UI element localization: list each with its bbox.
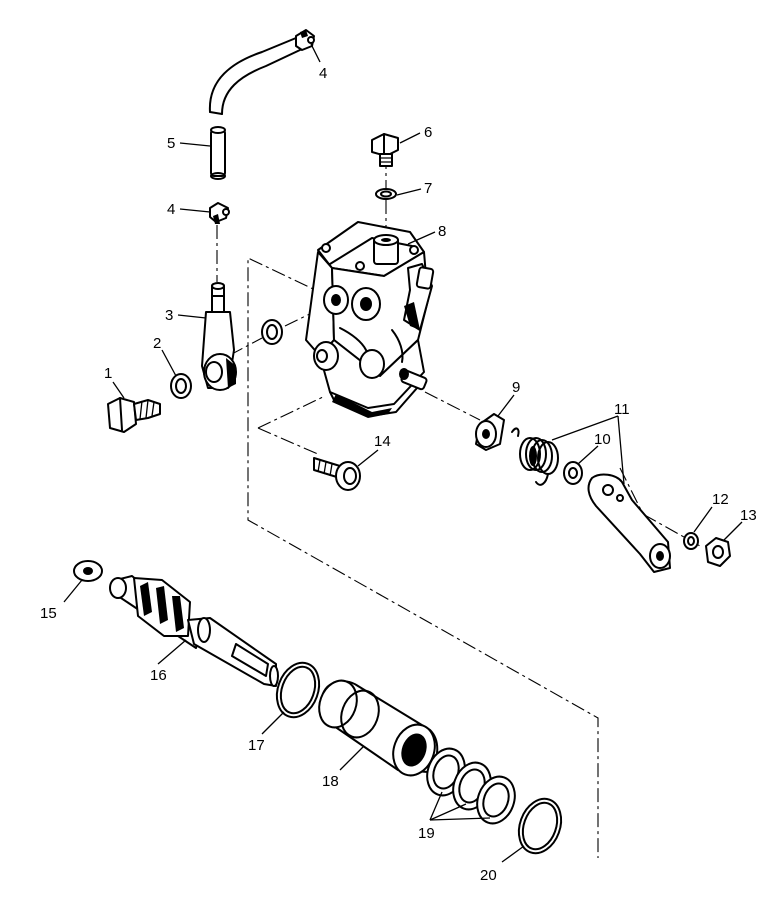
callout-19: 19: [418, 825, 435, 842]
callout-17: 17: [248, 737, 265, 754]
callout-15: 15: [40, 605, 57, 622]
callout-4-lower: 4: [167, 201, 175, 218]
sealing-washer-2: [170, 373, 192, 399]
nut: [705, 537, 731, 567]
collar: [475, 413, 505, 451]
leader-lines: [63, 43, 743, 863]
callout-2: 2: [153, 335, 161, 352]
mounting-bolt: [313, 457, 361, 491]
callout-6: 6: [424, 124, 432, 141]
inlet-washer: [261, 319, 283, 345]
washer-12: [683, 532, 699, 550]
callout-10: 10: [594, 431, 611, 448]
callout-5: 5: [167, 135, 175, 152]
control-lever: [587, 473, 671, 573]
oil-hose-straight: [210, 126, 226, 180]
bleed-screw: [371, 133, 399, 167]
banjo-fitting: [201, 282, 237, 391]
o-ring-17: [275, 661, 321, 719]
callout-16: 16: [150, 667, 167, 684]
callout-8: 8: [438, 223, 446, 240]
callout-7: 7: [424, 180, 432, 197]
shim-washers: [426, 747, 516, 825]
banjo-bolt: [107, 397, 161, 433]
callout-labels: 1 2 3 4 4 5 6 7 8 9 10 11 12 13 14 15 16…: [40, 65, 757, 884]
callout-12: 12: [712, 491, 729, 508]
drive-sleeve: [318, 679, 439, 777]
callout-11: 11: [614, 401, 630, 418]
callout-3: 3: [165, 307, 173, 324]
drive-shaft-gear: [109, 575, 279, 687]
callout-9: 9: [512, 379, 520, 396]
oil-pump-body: [305, 221, 435, 418]
callout-13: 13: [740, 507, 757, 524]
washer-10: [563, 461, 583, 485]
callout-20: 20: [480, 867, 497, 884]
callout-1: 1: [104, 365, 112, 382]
callout-18: 18: [322, 773, 339, 790]
oil-hose-bent: [208, 37, 301, 115]
o-ring-20: [517, 797, 563, 855]
hose-clamp-lower: [209, 202, 230, 224]
thrust-washer-15: [73, 560, 103, 582]
callout-4-top: 4: [319, 65, 327, 82]
sealing-washer-7: [375, 188, 397, 200]
return-spring: [511, 427, 559, 486]
hose-clamp-top: [295, 29, 315, 51]
callout-14: 14: [374, 433, 391, 450]
